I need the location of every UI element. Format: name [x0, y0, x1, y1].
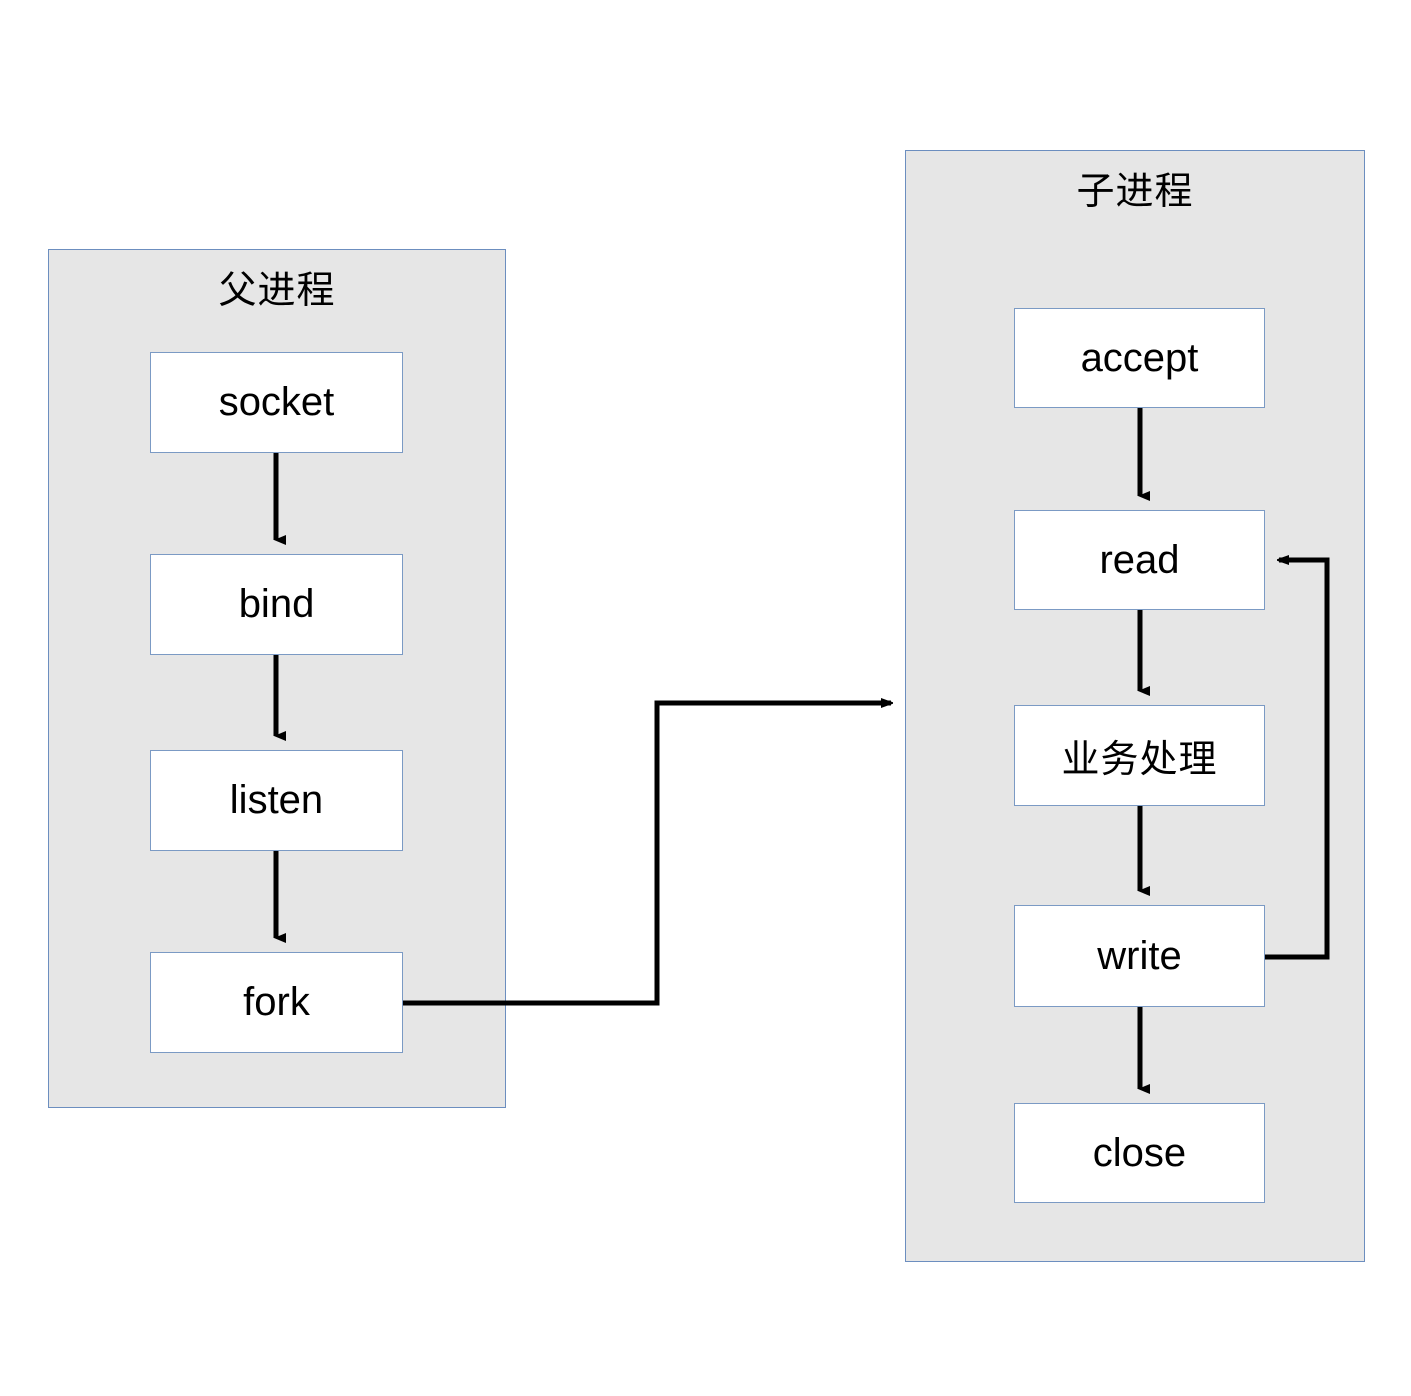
- node-business-label: 业务处理: [1061, 739, 1218, 781]
- node-accept[interactable]: accept: [1014, 308, 1265, 408]
- node-bind[interactable]: bind: [150, 554, 403, 655]
- node-write[interactable]: write: [1014, 905, 1265, 1007]
- parent-process-title: 父进程: [218, 270, 336, 312]
- node-read-label: read: [1099, 537, 1180, 582]
- node-close-label: close: [1092, 1130, 1187, 1175]
- node-socket[interactable]: socket: [150, 352, 403, 453]
- node-listen[interactable]: listen: [150, 750, 403, 851]
- node-bind-label: bind: [238, 582, 315, 626]
- child-process-title: 子进程: [1076, 171, 1194, 213]
- node-socket-label: socket: [218, 380, 335, 424]
- node-read[interactable]: read: [1014, 510, 1265, 610]
- node-business[interactable]: 业务处理: [1014, 705, 1265, 806]
- node-accept-label: accept: [1080, 335, 1199, 380]
- node-listen-label: listen: [229, 778, 324, 822]
- node-close[interactable]: close: [1014, 1103, 1265, 1203]
- node-write-label: write: [1097, 933, 1182, 978]
- node-fork[interactable]: fork: [150, 952, 403, 1053]
- node-fork-label: fork: [243, 980, 310, 1024]
